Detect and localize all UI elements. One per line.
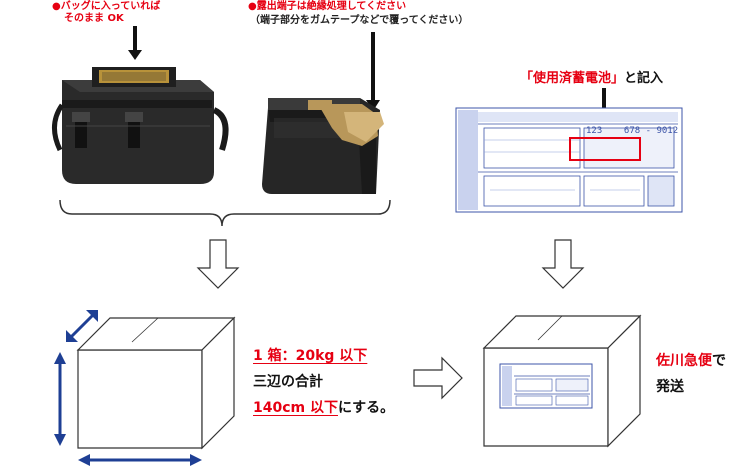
terminal-pointer-arrow	[366, 32, 380, 111]
box-spec-size: 140cm 以下	[253, 400, 338, 416]
waybill-instruction-quoted: 「使用済蓄電池」	[520, 71, 625, 86]
flow-arrow-left	[196, 239, 240, 289]
waybill-highlight-box	[569, 137, 641, 161]
terminal-note-line1: ●露出端子は絶縁処理してください	[248, 1, 407, 12]
flow-arrow-right	[541, 239, 585, 289]
box-spec: 1 箱：20kg 以下 三辺の合計 140cm 以下にする。	[253, 343, 394, 421]
shipping-box-left	[76, 316, 236, 450]
carrier-line1: 佐川急便で	[656, 348, 726, 374]
carrier-name: 佐川急便	[656, 353, 712, 369]
carrier-suffix: で	[712, 353, 726, 369]
bag-pointer-arrow	[128, 26, 142, 60]
grouping-brace	[59, 199, 391, 227]
battery-bag-image	[52, 67, 229, 184]
bag-note-line1: ●バッグに入っていれば	[52, 1, 161, 12]
box-spec-sum-label: 三辺の合計	[253, 374, 323, 390]
waybill-form-image	[455, 107, 683, 213]
dimension-arrows	[54, 310, 202, 466]
box-spec-size-line: 140cm 以下にする。	[253, 395, 394, 421]
carrier-line2: 発送	[656, 379, 684, 395]
waybill-instruction: 「使用済蓄電池」と記入	[520, 67, 663, 86]
box-spec-size-suffix: にする。	[337, 400, 395, 416]
bag-note-line2: そのまま OK	[64, 13, 124, 24]
flow-arrow-horizontal	[413, 356, 463, 400]
battery-image	[262, 98, 384, 194]
terminal-note-line2: （端子部分をガムテープなどで覆ってください）	[250, 15, 469, 26]
waybill-instruction-suffix: と記入	[624, 71, 664, 86]
shipping-box-right	[482, 314, 642, 448]
box-spec-weight: 1 箱：20kg 以下	[253, 348, 368, 364]
carrier-note: 佐川急便で 発送	[656, 348, 726, 400]
waybill-number: 123 678 - 9012	[586, 126, 679, 136]
